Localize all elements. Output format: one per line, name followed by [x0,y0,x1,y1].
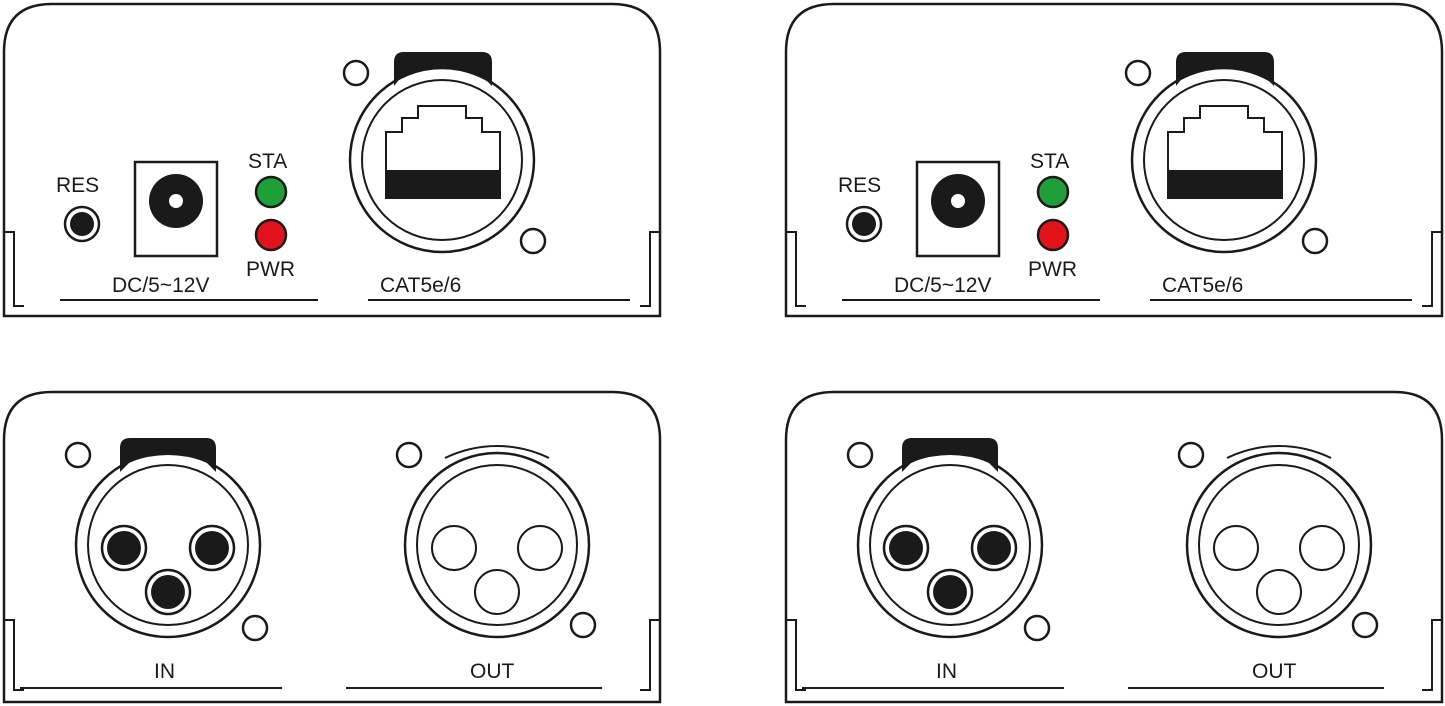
panel-top-right: RES DC/5~12V STA PWR CAT5e/6 [784,2,1444,318]
out-label: OUT [1252,660,1297,683]
sta-label: STA [1030,150,1069,173]
dc-label: DC/5~12V [894,274,991,297]
panel-top-left: RES DC/5~12V STA PWR CAT5e/6 [2,2,662,318]
in-label: IN [936,660,957,683]
dc-label: DC/5~12V [112,274,209,297]
panel-bottom-left: IN OUT [2,390,662,704]
sta-label: STA [248,150,287,173]
cat-label: CAT5e/6 [380,274,461,297]
cat-label: CAT5e/6 [1162,274,1243,297]
pwr-label: PWR [1028,258,1077,281]
res-label: RES [56,174,99,197]
out-label: OUT [470,660,515,683]
pwr-label: PWR [246,258,295,281]
in-label: IN [154,660,175,683]
res-label: RES [838,174,881,197]
panel-bottom-right: IN OUT [784,390,1444,704]
